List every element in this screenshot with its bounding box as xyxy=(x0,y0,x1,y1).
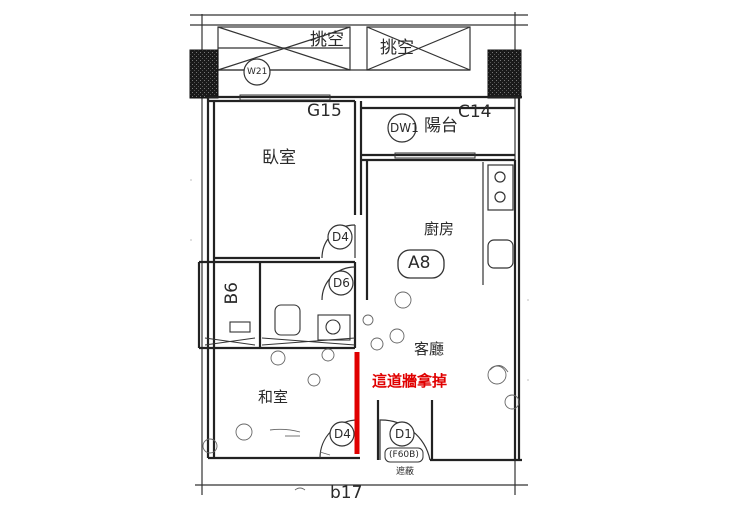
entry-door-label: D1 xyxy=(395,427,412,441)
entry-note: 遮蔽 xyxy=(396,467,415,477)
dashed-guides xyxy=(190,179,532,381)
void-right-label: 挑空 xyxy=(380,38,414,58)
void-left-label: 挑空 xyxy=(310,30,344,50)
bedroom-label: 臥室 xyxy=(262,148,296,168)
entry-door-code-box xyxy=(384,447,424,463)
unit-type-box xyxy=(397,249,445,279)
void-box-right xyxy=(366,26,471,71)
japanese-room-label: 和室 xyxy=(258,388,289,406)
window-g15-label: G15 xyxy=(307,101,342,121)
door-d6-label: D6 xyxy=(333,276,350,290)
remove-wall-annotation: 這道牆拿掉 xyxy=(372,372,448,390)
balcony-door-marker xyxy=(387,113,417,143)
bathroom-label: B6 xyxy=(222,282,242,305)
door-d4-bottom-label: D4 xyxy=(334,427,351,441)
code-c14-label: C14 xyxy=(458,102,492,122)
window-w21-label: W21 xyxy=(247,67,268,77)
living-room-label: 客廳 xyxy=(414,340,445,358)
column-right xyxy=(487,49,522,99)
column-left xyxy=(189,49,219,99)
kitchen-label: 廚房 xyxy=(424,220,455,238)
entry-door-code: (F60B) xyxy=(389,450,419,460)
kitchen-counter xyxy=(482,162,514,285)
bathroom-fixtures xyxy=(204,304,356,346)
balcony-label: 陽台 xyxy=(424,116,458,136)
bottom-dimension: b17 xyxy=(330,483,363,503)
unit-type-label: A8 xyxy=(408,253,431,273)
pencil-sketches xyxy=(202,291,520,491)
door-d4-top-label: D4 xyxy=(332,230,349,244)
walls xyxy=(197,95,522,462)
windows xyxy=(239,94,476,159)
window-w21-marker xyxy=(243,58,271,86)
balcony-door-label: DW1 xyxy=(390,121,419,135)
